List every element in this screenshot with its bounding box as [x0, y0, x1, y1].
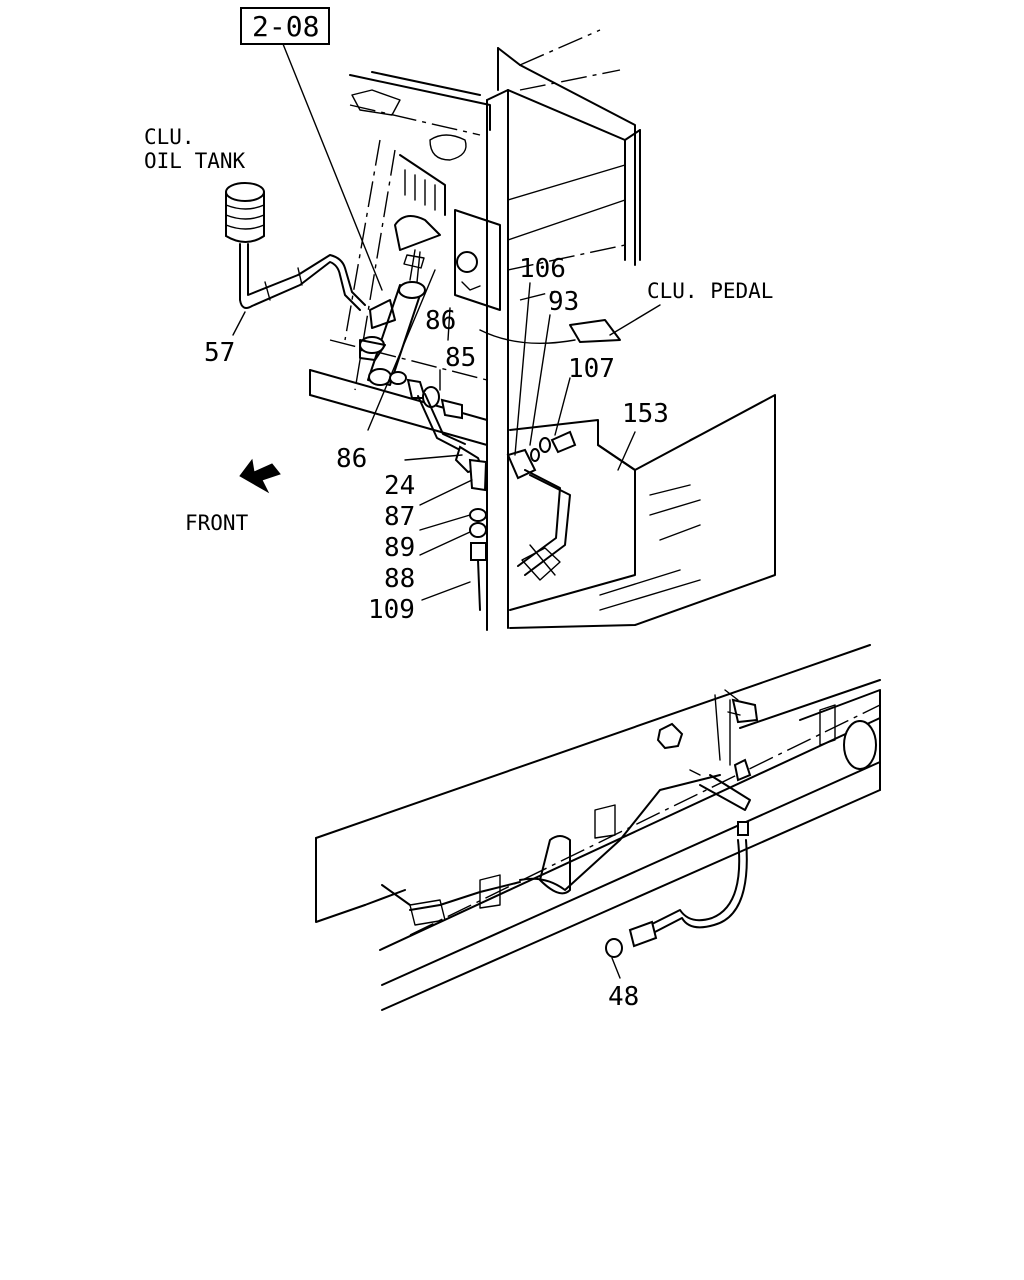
part-number-107[interactable]: 107	[568, 354, 615, 384]
upper-frame	[309, 29, 641, 631]
part-number-86-upper[interactable]: 86	[425, 306, 456, 336]
part-number-153[interactable]: 153	[622, 399, 669, 429]
part-number-93[interactable]: 93	[548, 287, 579, 317]
front-arrow-icon	[239, 458, 281, 494]
part-number-87[interactable]: 87	[384, 502, 415, 532]
part-number-57[interactable]: 57	[204, 338, 235, 368]
part-number-106[interactable]: 106	[519, 254, 566, 284]
part-number-85[interactable]: 85	[445, 343, 476, 373]
clutch-pedal-label: CLU. PEDAL	[647, 279, 773, 303]
reference-box[interactable]: 2-08	[240, 7, 330, 45]
reference-leader	[282, 43, 383, 291]
oil-tank-label-line1: CLU.	[144, 125, 195, 149]
part-number-24[interactable]: 24	[384, 471, 415, 501]
oil-tank-label-line2: OIL TANK	[144, 149, 246, 173]
clutch-pipe[interactable]	[389, 371, 488, 611]
lower-fittings[interactable]	[656, 689, 759, 836]
clutch-pedal[interactable]	[519, 289, 621, 343]
leader-lines	[232, 269, 661, 979]
reference-label: 2-08	[252, 10, 319, 43]
front-label: FRONT	[185, 511, 249, 535]
panel-153[interactable]	[509, 394, 776, 629]
lower-frame	[315, 644, 881, 1011]
part-number-88[interactable]: 88	[384, 564, 415, 594]
part-number-86-lower[interactable]: 86	[336, 444, 367, 474]
flexible-hose[interactable]	[605, 839, 748, 958]
part-number-109[interactable]: 109	[368, 595, 415, 625]
part-number-48[interactable]: 48	[608, 982, 639, 1012]
clutch-oil-tank[interactable]	[225, 182, 366, 311]
pedal-fittings[interactable]	[506, 430, 577, 581]
part-number-89[interactable]: 89	[384, 533, 415, 563]
